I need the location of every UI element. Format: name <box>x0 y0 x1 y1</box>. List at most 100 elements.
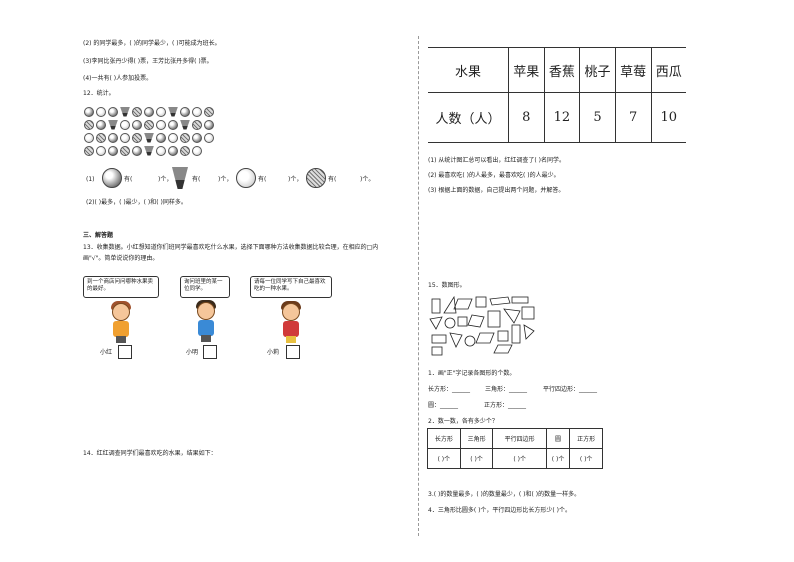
speech-bubble-xiaohong: 到一个商店问问哪种水果卖的最好。 <box>83 276 159 298</box>
parallelogram-count-field[interactable]: 平行四边形：______ <box>543 386 598 393</box>
table-cell: 12 <box>543 92 580 143</box>
volleyball-icon <box>156 145 166 156</box>
table-header: 正方形 <box>569 428 603 449</box>
soccer-ball-icon <box>84 106 94 117</box>
soccer-ball-icon <box>192 132 202 143</box>
shape-task-1: 1．画"正"字记录各图形的个数。 <box>428 370 516 377</box>
count-text: )个， <box>158 176 173 183</box>
checkbox-xiaoming[interactable] <box>203 345 217 359</box>
parallelogram-shape <box>453 298 473 310</box>
checkbox-xiaoli[interactable] <box>286 345 300 359</box>
volleyball-icon <box>120 119 130 130</box>
parallelogram-shape <box>475 332 495 344</box>
basketball-icon <box>132 132 142 143</box>
table-header: 苹果 <box>508 47 545 93</box>
checkbox-xiaohong[interactable] <box>118 345 132 359</box>
page-divider <box>418 36 419 536</box>
table-cell[interactable]: ( )个 <box>427 448 461 469</box>
basketball-icon <box>144 119 154 130</box>
circle-shape <box>444 317 456 329</box>
table-cell: 8 <box>508 92 545 143</box>
rectangle-shape <box>431 334 447 344</box>
boy-illustration <box>193 300 219 342</box>
triangle-shape <box>449 332 463 348</box>
count-text: 有( <box>258 176 267 183</box>
count-row-label: (1) <box>86 176 95 183</box>
square-shape <box>497 330 509 342</box>
soccer-ball-icon <box>132 145 142 156</box>
parallelogram-shape <box>489 296 511 306</box>
circle-count-field[interactable]: 圆：______ <box>428 402 459 409</box>
count-text: )个， <box>288 176 303 183</box>
speech-bubble-xiaoli: 请每一位同学写下自己最喜欢吃的一种水果。 <box>250 276 332 298</box>
square-count-field[interactable]: 正方形：______ <box>484 402 527 409</box>
basketball-icon <box>96 132 106 143</box>
square-shape <box>457 316 468 327</box>
triangle-shape <box>503 308 521 324</box>
rectangle-shape <box>511 296 529 304</box>
question-14: 14．红红调查同学们最喜欢吃的水果，结果如下： <box>83 450 217 457</box>
table-header: 长方形 <box>427 428 461 449</box>
table-cell: 10 <box>650 92 686 143</box>
table-header: 桃子 <box>579 47 616 93</box>
soccer-ball-icon <box>108 106 118 117</box>
shuttlecock-icon <box>120 106 130 117</box>
soccer-ball-icon <box>156 132 166 143</box>
table-cell[interactable]: ( )个 <box>569 448 603 469</box>
rectangle-count-field[interactable]: 长方形：______ <box>428 386 471 393</box>
basketball-icon <box>120 145 130 156</box>
table-header: 香蕉 <box>543 47 580 93</box>
soccer-ball-icon <box>96 119 106 130</box>
soccer-ball-icon <box>108 145 118 156</box>
shuttlecock-icon <box>168 106 178 117</box>
question-12-part-2: (2)( )最多，( )最少，( )和( )同样多。 <box>86 199 187 206</box>
shape-task-4: 4．三角形比圆多( )个，平行四边形比长方形少( )个。 <box>428 507 571 514</box>
basketball-icon <box>306 168 326 188</box>
triangle-count-field[interactable]: 三角形：______ <box>485 386 528 393</box>
rectangle-shape <box>511 324 521 344</box>
shape-count-table: 长方形 三角形 平行四边形 圆 正方形 ( )个 ( )个 ( )个 ( )个 … <box>427 428 603 469</box>
count-text: 有( <box>192 176 201 183</box>
question-13-line-1: 13．收集数据。小红想知道你们班同学最喜欢吃什么水果，选择下面哪种方法收集数据比… <box>83 244 379 251</box>
volleyball-icon <box>204 132 214 143</box>
basketball-icon <box>84 145 94 156</box>
shape-task-3: 3.( )的数量最多，( )的数量最少，( )和( )的数量一样多。 <box>428 491 581 498</box>
speech-bubble-xiaoming: 询问班里的某一位同学。 <box>180 276 230 298</box>
name-label: 小明 <box>186 349 199 356</box>
question-15-title: 15．数图形。 <box>428 282 466 289</box>
basketball-icon <box>84 119 94 130</box>
volleyball-icon <box>192 106 202 117</box>
rectangle-shape <box>431 346 443 356</box>
parallelogram-shape <box>493 344 513 354</box>
triangle-shape <box>429 316 443 330</box>
rectangle-shape <box>487 310 501 328</box>
question-14-part-3: (3) 根据上面的数据，自己提出两个问题，并解答。 <box>428 187 565 194</box>
table-header: 水果 <box>428 47 509 93</box>
sports-picture-grid <box>83 101 215 156</box>
table-cell: 7 <box>614 92 651 143</box>
name-label: 小红 <box>100 349 113 356</box>
table-cell: 5 <box>579 92 616 143</box>
table-cell[interactable]: ( )个 <box>459 448 494 469</box>
circle-shape <box>464 335 476 347</box>
count-text: 有( <box>328 176 337 183</box>
question-14-part-2: (2) 最喜欢吃( )的人最多，最喜欢吃( )的人最少。 <box>428 172 560 179</box>
soccer-ball-icon <box>108 132 118 143</box>
shuttlecock-icon <box>172 167 188 189</box>
question-14-part-1: (1) 从统计图汇总可以看出，红红调查了( )名同学。 <box>428 157 565 164</box>
basketball-icon <box>180 145 190 156</box>
girl-2-illustration <box>278 301 304 343</box>
rectangle-shape <box>431 298 441 314</box>
soccer-ball-icon <box>180 106 190 117</box>
shuttlecock-icon <box>144 145 154 156</box>
volleyball-icon <box>156 119 166 130</box>
triangle-shape <box>523 324 535 340</box>
soccer-ball-icon <box>168 119 178 130</box>
question-12-title: 12．统计。 <box>83 90 115 97</box>
table-header: 西瓜 <box>650 47 686 93</box>
table-cell[interactable]: ( )个 <box>545 448 571 469</box>
volleyball-icon <box>192 145 202 156</box>
table-cell[interactable]: ( )个 <box>492 448 547 469</box>
soccer-ball-icon <box>102 168 122 188</box>
volleyball-icon <box>120 132 130 143</box>
